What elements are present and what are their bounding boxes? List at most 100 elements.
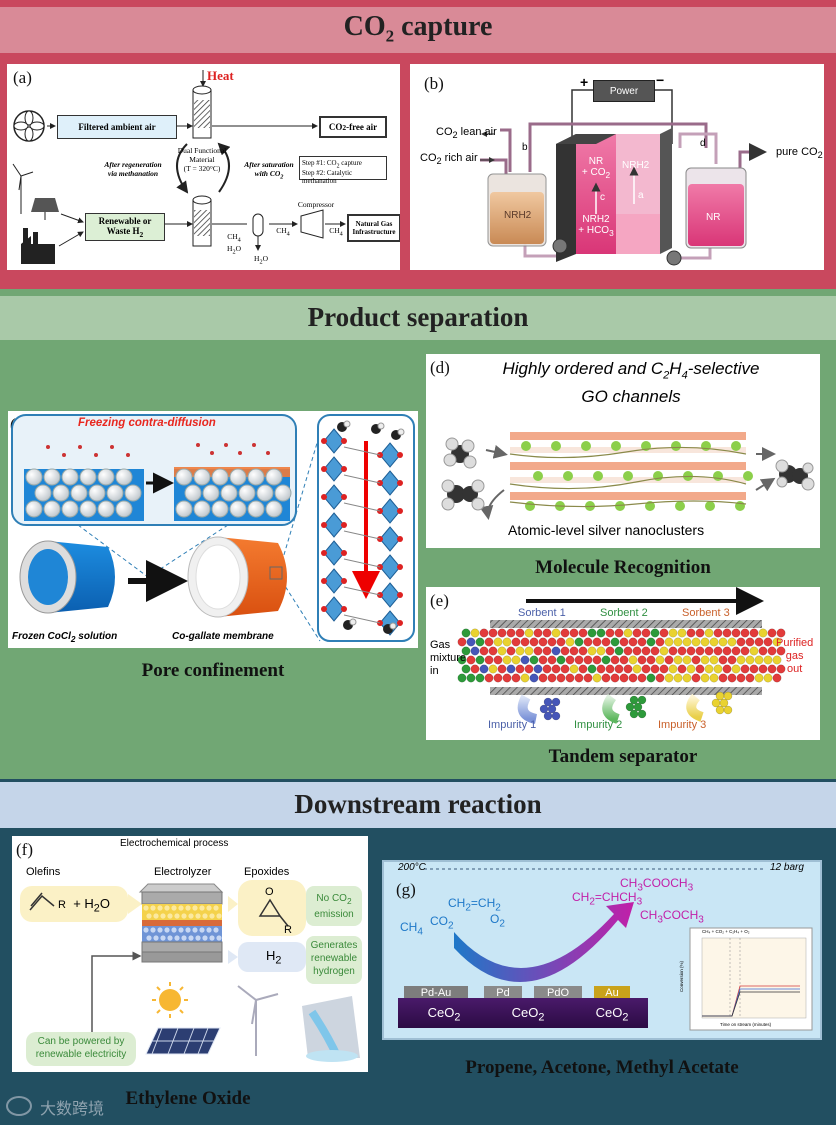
- separator-vessel: [252, 213, 264, 251]
- impurity3-label: Impurity 3: [658, 719, 707, 731]
- metal-label: Au: [605, 987, 618, 999]
- co2-label: CO2: [430, 914, 454, 932]
- natural-gas-box: Natural Gas Infrastructure: [347, 214, 400, 242]
- ethylene-molecule-icon: [441, 479, 485, 511]
- metal-layer: [534, 986, 582, 998]
- epoxides-label: Epoxides: [244, 866, 290, 878]
- power-box: Power: [593, 80, 655, 102]
- h2o-out-label: H2O: [254, 254, 268, 266]
- panel-e-diagram: [457, 587, 786, 724]
- co2-lean-label: CO2 lean air: [436, 126, 497, 141]
- ceo2-label: CeO2: [595, 1005, 629, 1024]
- olefins-label: Olefins: [26, 866, 61, 878]
- panel-b: (b): [410, 64, 824, 270]
- panel-g-label: (g): [396, 880, 416, 899]
- renewable-box: Renewable or Waste H2: [85, 213, 165, 241]
- metal-layer: [484, 986, 522, 998]
- panel-d-label: (d): [430, 358, 450, 377]
- separation-title: Product separation: [307, 302, 529, 332]
- panel-c-diagram: [11, 414, 415, 642]
- membrane-tube: [187, 536, 287, 618]
- pore-confinement-caption: Pore confinement: [141, 660, 285, 681]
- tandem-separator-caption: Tandem separator: [548, 746, 698, 767]
- pump-left-icon: [552, 238, 568, 254]
- ethane-molecule-icon: [443, 437, 477, 469]
- metal-label: Pd-Au: [421, 987, 452, 999]
- label-c: c: [600, 192, 605, 203]
- sphere-array: [8, 411, 298, 531]
- reactor-column-bottom: [192, 195, 212, 247]
- wind-turbine-icon: [12, 163, 34, 214]
- label-d: d: [700, 138, 706, 149]
- ch4-mid-label: CH4: [276, 226, 290, 238]
- panel-b-label: (b): [424, 74, 444, 93]
- nr-co2-label: NR + CO2: [581, 156, 611, 180]
- inset-xlabel: Time on stream (minutes): [720, 1022, 772, 1027]
- after-sat-label: After saturation with CO2: [244, 160, 294, 181]
- electrolyzer-stack: [138, 883, 224, 963]
- frozen-label: Frozen CoCl2 solution: [12, 631, 118, 644]
- solar-panel-icon: [31, 198, 59, 220]
- panel-d-diagram: [441, 432, 815, 520]
- compressor-label: Compressor: [297, 200, 335, 209]
- capture-title: CO2 capture: [343, 11, 493, 46]
- minus-sign: −: [656, 72, 665, 88]
- sun-icon: [152, 982, 188, 1018]
- inset-title: CH₄ + CO₂ + C₂H₄ + O₂: [702, 929, 750, 934]
- watermark: 大数跨境: [40, 1101, 105, 1118]
- solar-panel-icon: [145, 1027, 221, 1055]
- o2-label: O2: [490, 912, 505, 930]
- ethylene-label: CH2=CH2: [448, 896, 501, 914]
- steps-box: Step #1: CO2 capture Step #2: Catalytic …: [299, 156, 387, 185]
- nrh2-left-label: NRH2: [504, 210, 532, 221]
- factory-icon: [21, 228, 55, 264]
- panel-a-diagram: [12, 70, 346, 264]
- dam-icon: [302, 996, 360, 1062]
- electrochemical-cell: [556, 128, 672, 262]
- epoxide-r: R: [284, 924, 292, 936]
- ethylene-oxide-caption: Ethylene Oxide: [125, 1088, 251, 1109]
- ceo2-label: CeO2: [511, 1005, 545, 1024]
- fan-icon: [13, 110, 45, 142]
- sorbent1-label: Sorbent 1: [518, 607, 566, 619]
- dual-material-label: Dual Functional Material (T = 320°C): [177, 146, 227, 173]
- nanoclusters-label: Atomic-level silver nanoclusters: [508, 522, 705, 538]
- downstream-title: Downstream reaction: [294, 789, 542, 819]
- h2-label: H2: [266, 948, 282, 967]
- acetone-label: CH3COCH3: [640, 908, 704, 926]
- after-regen-label: After regeneration via methanation: [104, 160, 162, 178]
- freezing-label: Freezing contra-diffusion: [78, 417, 216, 429]
- output-molecule-icon: [775, 459, 815, 491]
- metal-label: PdO: [547, 987, 569, 999]
- compressor-shape: [300, 209, 324, 239]
- molecule-recognition-caption: Molecule Recognition: [535, 557, 711, 578]
- panel-d: (d) Highly ordered and C2H4-selective GO…: [426, 354, 820, 548]
- sorbent3-label: Sorbent 3: [682, 607, 730, 619]
- label-b: b: [522, 142, 528, 153]
- right-beaker: [685, 167, 747, 249]
- frozen-tube: [19, 540, 115, 614]
- panel-g-diagram: Pd-Au Pd PdO Au: [398, 868, 813, 1031]
- metal-label: Pd: [496, 987, 509, 999]
- epoxide-o: O: [265, 886, 274, 898]
- metal-layer: [594, 986, 630, 998]
- pump-right-icon: [666, 250, 682, 266]
- no-co2-label: No CO2 emission: [314, 893, 354, 920]
- process-label: Electrochemical process: [120, 838, 229, 849]
- nrh2-hco3-label: NRH2 + HCO3: [578, 214, 614, 238]
- reactor-column-top: [192, 85, 212, 139]
- methyl-acetate-label: CH3COOCH3: [620, 876, 694, 894]
- propene-label: CH2=CHCH3: [572, 890, 643, 908]
- filtered-air-box: Filtered ambient air: [57, 115, 177, 139]
- ch4-out-label: CH4: [329, 226, 343, 238]
- nrh2-right-label: NRH2: [622, 160, 650, 171]
- label-a: a: [638, 190, 644, 201]
- products-caption: Propene, Acetone, Methyl Acetate: [465, 1057, 739, 1078]
- pure-co2-label: pure CO2: [776, 146, 823, 161]
- panel-a-label: (a): [13, 68, 32, 87]
